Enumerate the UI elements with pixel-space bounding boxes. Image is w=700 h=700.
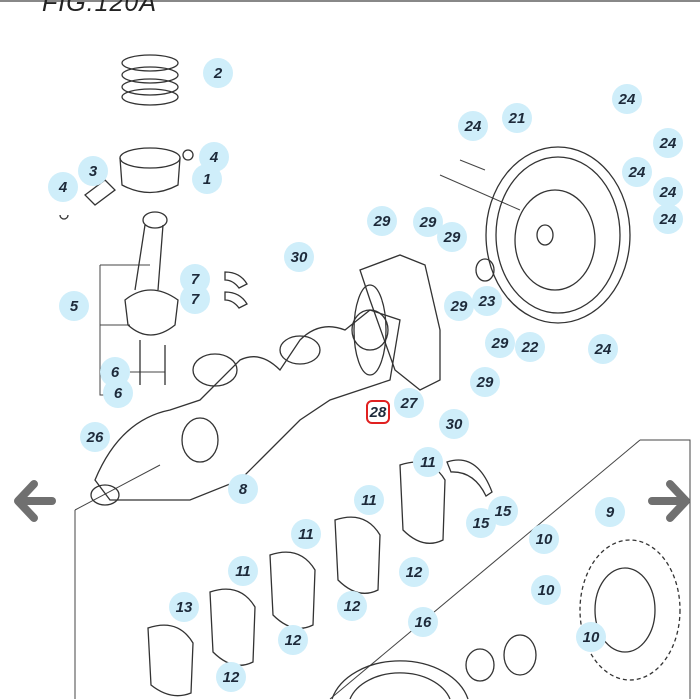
callout-24: 24 <box>653 128 683 158</box>
callout-10: 10 <box>531 575 561 605</box>
arrow-right-icon <box>648 480 690 522</box>
callout-4: 4 <box>48 172 78 202</box>
callout-12: 12 <box>216 662 246 692</box>
callout-5: 5 <box>59 291 89 321</box>
callout-24: 24 <box>458 111 488 141</box>
callout-15: 15 <box>488 496 518 526</box>
figure-title: FIG.120A <box>42 0 157 17</box>
next-image-button[interactable] <box>648 478 698 528</box>
callout-11: 11 <box>291 519 321 549</box>
piston-rings <box>121 54 179 106</box>
callout-7: 7 <box>180 284 210 314</box>
callout-3: 3 <box>78 156 108 186</box>
callout-29: 29 <box>444 291 474 321</box>
callout-6: 6 <box>103 378 133 408</box>
callout-16: 16 <box>408 607 438 637</box>
crank-sprocket <box>579 539 681 681</box>
callout-9: 9 <box>595 497 625 527</box>
callout-27: 27 <box>394 388 424 418</box>
callout-30: 30 <box>439 409 469 439</box>
connecting-rod <box>124 211 179 385</box>
callout-12: 12 <box>337 591 367 621</box>
arrow-left-icon <box>14 480 56 522</box>
callout-22: 22 <box>515 332 545 362</box>
rod-bearing <box>224 271 248 289</box>
callout-29: 29 <box>437 222 467 252</box>
rod-bearing <box>224 291 248 309</box>
oil-seal <box>353 284 387 376</box>
callout-12: 12 <box>278 625 308 655</box>
callout-12: 12 <box>399 557 429 587</box>
callout-11: 11 <box>228 556 258 586</box>
piston <box>119 147 194 194</box>
callout-24: 24 <box>588 334 618 364</box>
callout-highlighted: 28 <box>366 400 390 424</box>
callout-13: 13 <box>169 592 199 622</box>
callout-24: 24 <box>653 204 683 234</box>
callout-29: 29 <box>367 206 397 236</box>
callout-29: 29 <box>470 367 500 397</box>
callout-26: 26 <box>80 422 110 452</box>
callout-23: 23 <box>472 286 502 316</box>
callout-24: 24 <box>612 84 642 114</box>
prev-image-button[interactable] <box>10 478 60 528</box>
rear-oil-seal-housing <box>359 254 441 391</box>
callout-1: 1 <box>192 164 222 194</box>
main-bearings <box>147 459 493 697</box>
callout-8: 8 <box>228 474 258 504</box>
crankshaft <box>90 309 401 506</box>
callout-11: 11 <box>354 485 384 515</box>
callout-10: 10 <box>529 524 559 554</box>
callout-24: 24 <box>653 177 683 207</box>
flywheel <box>485 146 631 324</box>
leader-lines <box>74 159 691 700</box>
callout-10: 10 <box>576 622 606 652</box>
callout-21: 21 <box>502 103 532 133</box>
bearing-23 <box>475 258 495 282</box>
callout-29: 29 <box>413 207 443 237</box>
top-border <box>0 0 700 2</box>
callout-30: 30 <box>284 242 314 272</box>
crank-pulley <box>331 634 537 700</box>
callout-29: 29 <box>485 328 515 358</box>
callout-11: 11 <box>413 447 443 477</box>
callout-2: 2 <box>203 58 233 88</box>
callout-24: 24 <box>622 157 652 187</box>
clip <box>59 214 69 220</box>
